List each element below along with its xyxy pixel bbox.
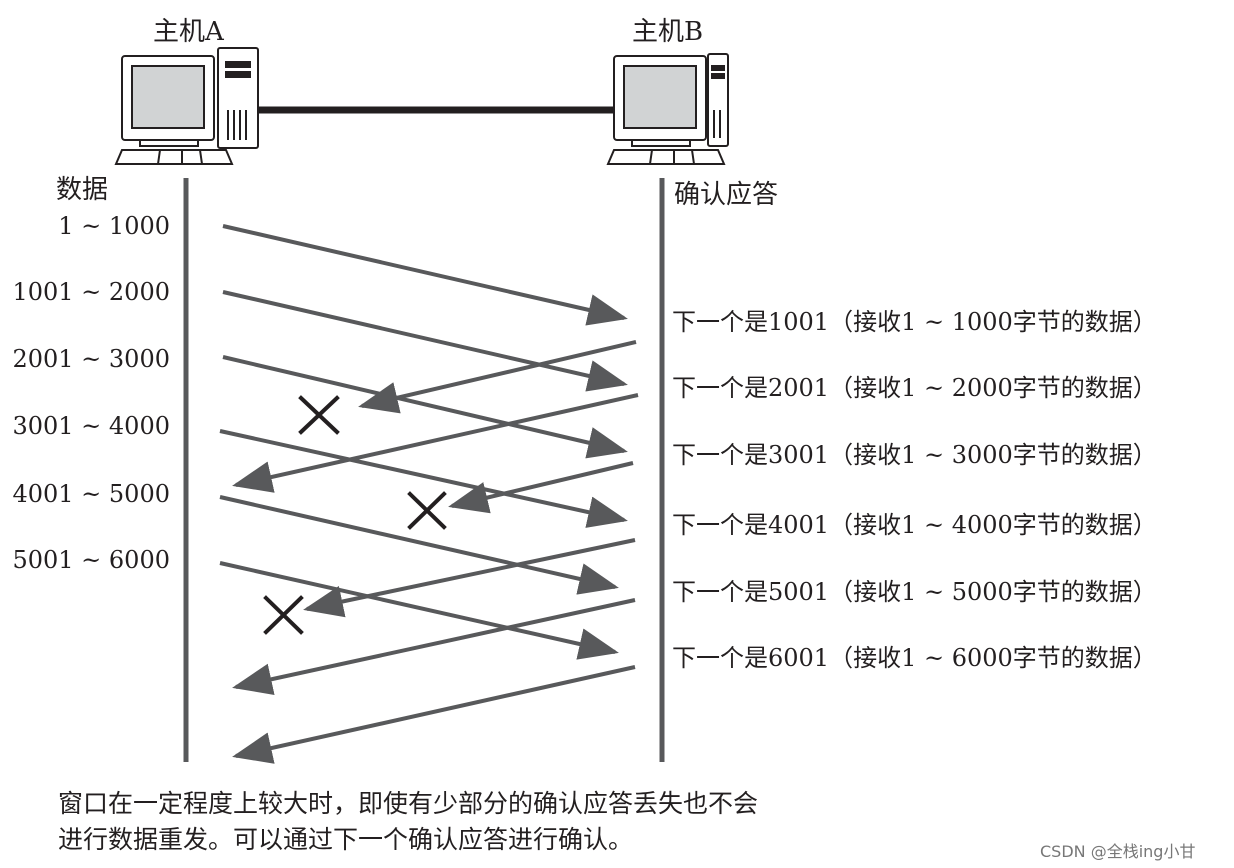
lost-ack-x-icon: [407, 491, 447, 530]
lost-ack-x-icon: [263, 595, 304, 635]
computer-b-icon: [606, 53, 729, 165]
computer-a-icon: [114, 47, 259, 165]
data-arrow: [219, 561, 619, 660]
host-a-label: 主机A: [153, 17, 225, 47]
ack-arrow-lost: [358, 340, 637, 414]
ack-arrow: [232, 598, 636, 695]
ack-arrow: [232, 665, 636, 764]
watermark: CSDN @全栈ing小甘: [1040, 842, 1196, 861]
segment-label: 2001 ~ 3000: [12, 345, 170, 373]
ack-arrow: [232, 393, 639, 493]
ack-label: 下一个是4001（接收1 ~ 4000字节的数据）: [672, 511, 1157, 539]
ack-label: 下一个是5001（接收1 ~ 5000字节的数据）: [672, 578, 1157, 606]
data-column-header: 数据: [56, 175, 108, 205]
segment-label: 1 ~ 1000: [58, 212, 170, 240]
ack-arrow-lost: [303, 538, 636, 618]
ack-column-header: 确认应答: [674, 180, 778, 210]
host-b-label: 主机B: [632, 17, 703, 47]
diagram-caption: 窗口在一定程度上较大时，即使有少部分的确认应答丢失也不会 进行数据重发。可以通过…: [58, 786, 758, 858]
lost-ack-x-icon: [298, 395, 340, 435]
ack-label: 下一个是6001（接收1 ~ 6000字节的数据）: [672, 644, 1157, 672]
ack-label: 下一个是1001（接收1 ~ 1000字节的数据）: [672, 308, 1157, 336]
data-arrow: [222, 355, 628, 459]
caption-line: 进行数据重发。可以通过下一个确认应答进行确认。: [58, 825, 634, 854]
data-arrow: [222, 224, 628, 326]
data-arrow: [222, 290, 628, 392]
segment-label: 4001 ~ 5000: [12, 480, 170, 508]
ack-label: 下一个是3001（接收1 ~ 3000字节的数据）: [672, 441, 1157, 469]
caption-line: 窗口在一定程度上较大时，即使有少部分的确认应答丢失也不会: [58, 789, 759, 818]
ack-label: 下一个是2001（接收1 ~ 2000字节的数据）: [672, 374, 1157, 402]
segment-label: 5001 ~ 6000: [12, 546, 170, 574]
data-arrow: [219, 495, 619, 595]
data-arrow: [219, 429, 628, 528]
ack-arrow-lost: [448, 461, 634, 514]
segment-label: 3001 ~ 4000: [12, 412, 170, 440]
segment-label: 1001 ~ 2000: [12, 278, 170, 306]
